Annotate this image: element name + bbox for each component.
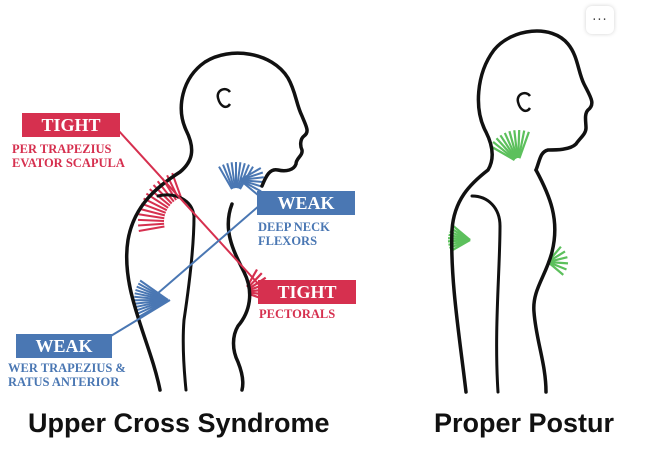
muscle-mark xyxy=(138,225,165,232)
tight-label-1: TIGHT PER TRAPEZIUS EVATOR SCAPULA xyxy=(12,113,125,170)
tight-label-2: TIGHT PECTORALS xyxy=(258,280,356,321)
muscle-mark xyxy=(218,166,233,190)
weak-2-text-line2: RATUS ANTERIOR xyxy=(8,375,120,389)
tight-2-text-line1: PECTORALS xyxy=(259,307,335,321)
muscle-mark xyxy=(517,129,521,159)
muscle-mark xyxy=(138,213,165,220)
left-body-outline xyxy=(125,51,309,392)
muscle-mark xyxy=(141,202,167,214)
deep-neck-flexor-muscle-marks xyxy=(239,167,264,197)
weak-1-text-line1: DEEP NECK xyxy=(258,220,330,234)
tight-1-tag: TIGHT xyxy=(41,115,100,135)
muscle-mark xyxy=(138,222,165,227)
healthy-neck-muscle-marks xyxy=(489,129,530,161)
muscle-mark xyxy=(495,137,517,160)
muscle-mark xyxy=(139,279,169,301)
muscle-mark xyxy=(492,141,516,161)
muscle-mark xyxy=(137,218,165,222)
right-caption: Proper Postur xyxy=(434,408,615,438)
muscle-mark xyxy=(518,131,530,159)
muscle-mark xyxy=(237,162,246,189)
muscle-mark xyxy=(499,134,517,160)
weak-label-2: WEAK WER TRAPEZIUS & RATUS ANTERIOR xyxy=(8,334,126,389)
weak-2-tag: WEAK xyxy=(35,336,92,356)
muscle-mark xyxy=(547,261,565,276)
left-ear xyxy=(216,87,232,109)
weak-1-text-line2: FLEXORS xyxy=(258,234,317,248)
weak-1-tag: WEAK xyxy=(277,193,334,213)
muscle-mark xyxy=(230,162,236,189)
muscle-mark xyxy=(236,162,242,189)
muscle-mark xyxy=(222,164,234,189)
right-figure: Proper Postur xyxy=(434,29,615,438)
right-body-outline xyxy=(449,29,594,394)
tight-1-text-line1: PER TRAPEZIUS xyxy=(12,142,111,156)
left-caption: Upper Cross Syndrome xyxy=(28,408,330,438)
right-arm-outline xyxy=(470,194,502,394)
left-figure: TIGHT PER TRAPEZIUS EVATOR SCAPULA WEAK … xyxy=(8,51,356,438)
right-chest-outline xyxy=(532,168,557,394)
muscle-mark xyxy=(452,225,471,241)
muscle-mark xyxy=(139,207,166,217)
tight-2-tag: TIGHT xyxy=(277,282,336,302)
muscle-mark xyxy=(239,179,260,197)
tight-1-text-line2: EVATOR SCAPULA xyxy=(12,156,125,170)
muscle-mark xyxy=(513,130,519,159)
muscle-mark xyxy=(226,162,235,189)
muscle-mark xyxy=(503,132,518,159)
left-arm-outline xyxy=(156,193,196,392)
more-options-button[interactable]: ··· xyxy=(586,6,614,34)
weak-1-connector xyxy=(149,204,261,301)
left-chest-outline xyxy=(226,202,252,392)
tight-1-connector xyxy=(117,129,263,289)
right-ear xyxy=(516,91,532,113)
weak-2-text-line1: WER TRAPEZIUS & xyxy=(8,361,126,375)
weak-label-1: WEAK DEEP NECK FLEXORS xyxy=(257,191,355,248)
muscle-mark xyxy=(517,130,526,159)
more-options-icon: ··· xyxy=(592,12,608,28)
muscle-mark xyxy=(508,130,518,159)
muscle-mark xyxy=(489,145,516,161)
